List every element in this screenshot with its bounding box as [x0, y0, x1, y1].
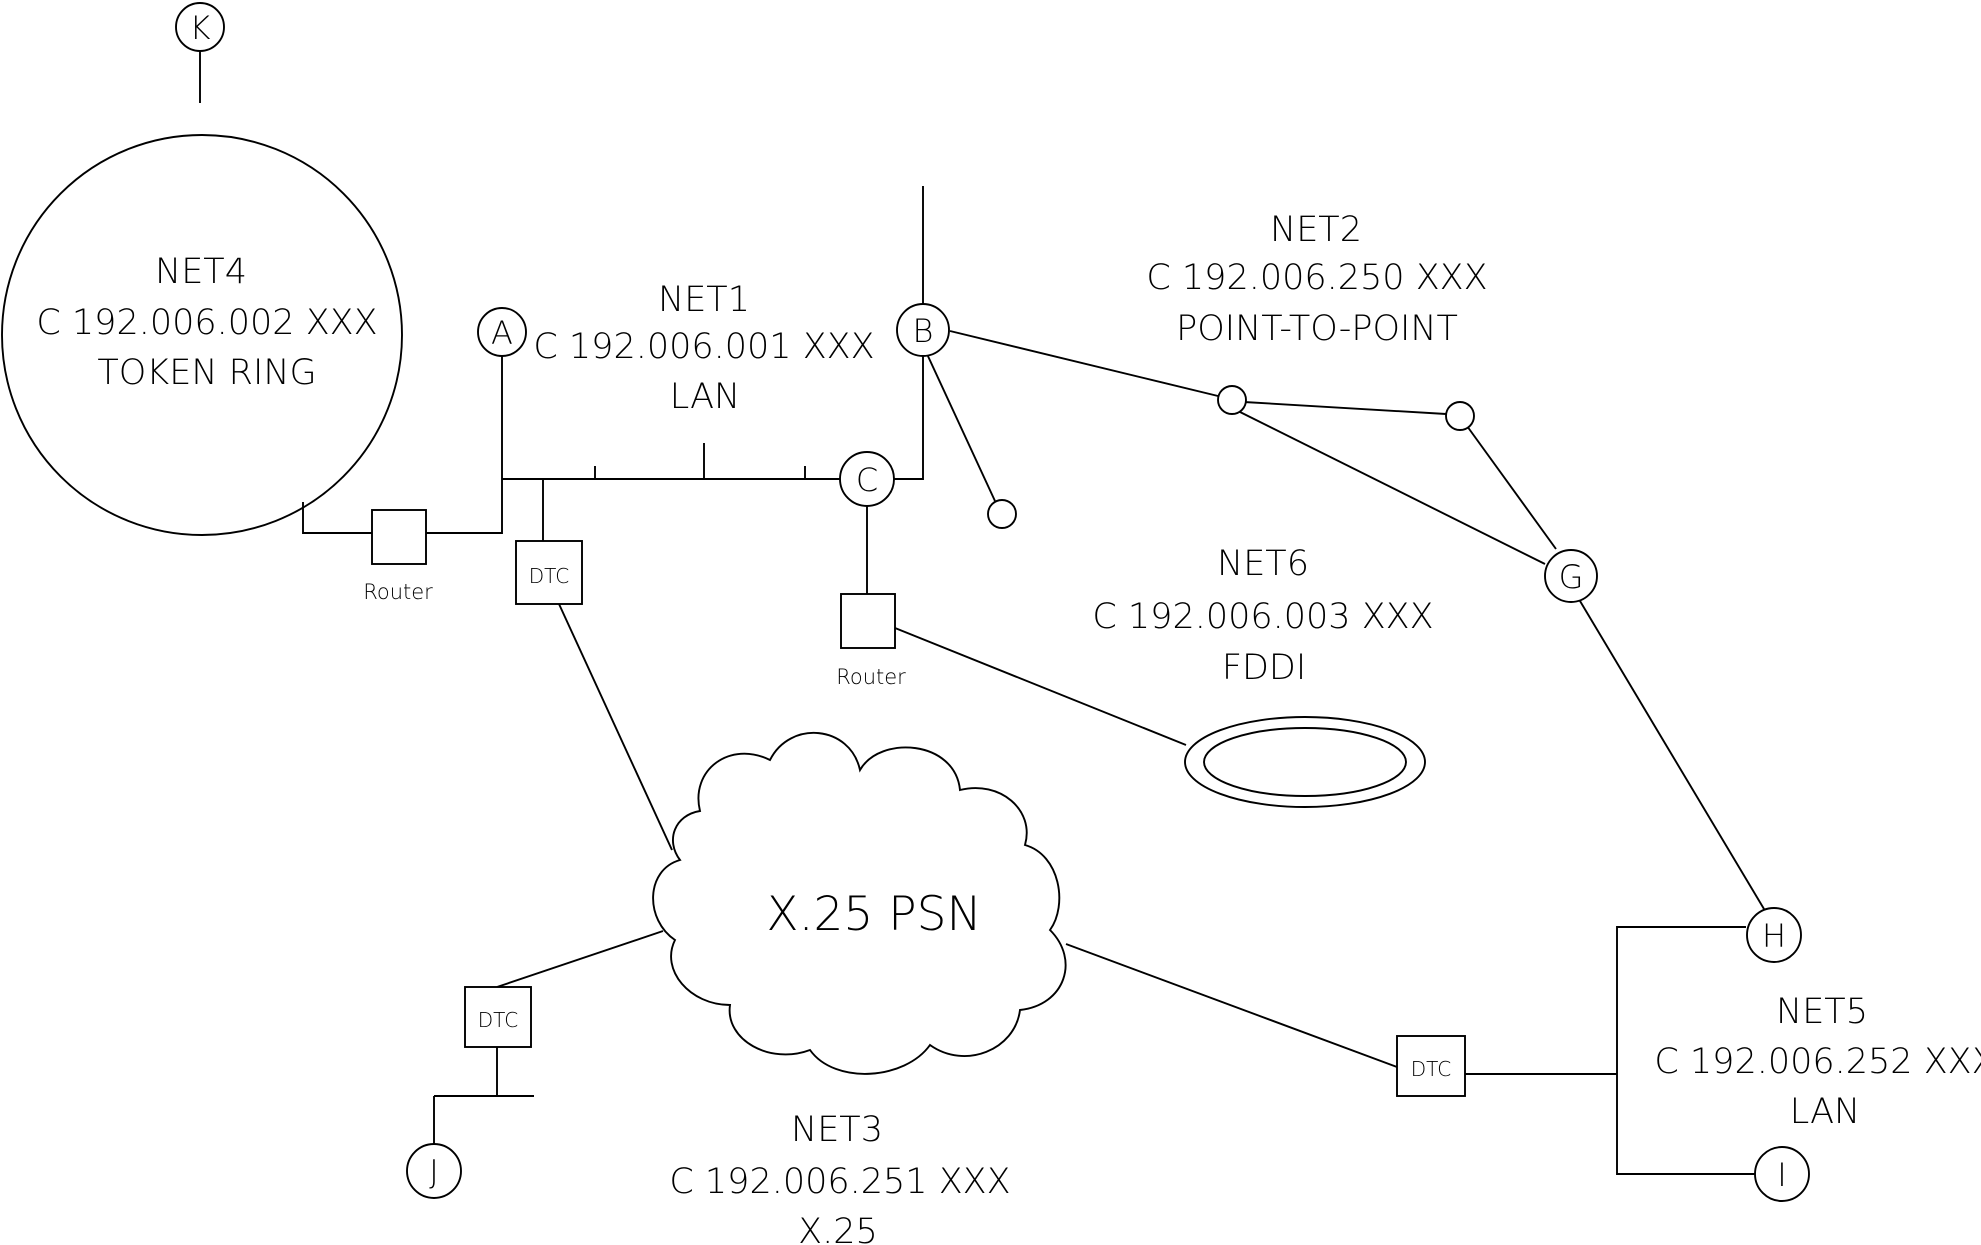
- link-b-p1: [949, 330, 1219, 397]
- net5-type: LAN: [1790, 1092, 1860, 1132]
- link-p1-p2: [1243, 401, 1447, 415]
- node-c: [839, 451, 895, 507]
- dtc-net5-label: DTC: [1411, 1057, 1451, 1081]
- dtc-net3: [464, 986, 532, 1048]
- node-h-label: H: [1762, 917, 1786, 955]
- node-k: [175, 2, 225, 52]
- net2-node-1: [1217, 385, 1247, 415]
- net1-name: NET1: [658, 280, 750, 320]
- link-dtc1-cloud: [558, 603, 673, 851]
- net4-label: NET4 C 192.006.002 XXX TOKEN RING: [36, 252, 377, 393]
- router-net1-net6: [840, 593, 896, 649]
- net5-address: C 192.006.252 XXX: [1654, 1042, 1981, 1082]
- net3-name: NET3: [791, 1110, 883, 1150]
- node-i: [1754, 1146, 1810, 1202]
- x25-cloud: [652, 731, 1067, 1075]
- net6-type: FDDI: [1222, 648, 1306, 688]
- node-g-label: G: [1559, 558, 1584, 596]
- node-a: [477, 307, 527, 357]
- dtc-net5: [1396, 1035, 1466, 1097]
- link-cloud-dtc3: [1065, 943, 1398, 1068]
- net4-type: TOKEN RING: [97, 353, 316, 393]
- net5-label: NET5 C 192.006.252 XXX LAN: [1654, 992, 1981, 1132]
- router-net4-net1-label: Router: [363, 580, 433, 604]
- router-net4-net1: [371, 509, 427, 565]
- node-b: [896, 303, 950, 357]
- node-k-label: K: [190, 9, 211, 47]
- connections: [199, 49, 1768, 1175]
- net4-token-ring: [1, 134, 403, 536]
- net6-label: NET6 C 192.006.003 XXX FDDI: [1092, 544, 1433, 688]
- node-j-label: J: [429, 1153, 438, 1191]
- link-g-h: [1579, 600, 1768, 915]
- node-h: [1746, 907, 1802, 963]
- net3-address: C 192.006.251 XXX: [669, 1162, 1010, 1202]
- x25-cloud-label: X.25 PSN: [766, 887, 981, 942]
- net4-address: C 192.006.002 XXX: [36, 303, 377, 343]
- dtc-net3-label: DTC: [478, 1008, 518, 1032]
- node-b-label: B: [913, 312, 934, 350]
- net1-type: LAN: [670, 377, 740, 417]
- link-b-stub: [926, 353, 996, 502]
- net6-name: NET6: [1217, 544, 1309, 584]
- node-i-label: I: [1777, 1156, 1786, 1194]
- node-j: [406, 1143, 462, 1199]
- fddi-outer-ring: [1184, 716, 1426, 808]
- stub-node-b: [987, 499, 1017, 529]
- dtc-net1-label: DTC: [529, 564, 569, 588]
- node-c-label: C: [856, 461, 878, 499]
- dtc-net1: [515, 540, 583, 605]
- net5-name: NET5: [1776, 992, 1868, 1032]
- fddi-inner-ring: [1203, 727, 1407, 797]
- node-a-label: A: [491, 314, 513, 352]
- link-router-fddi: [894, 627, 1187, 746]
- node-g: [1544, 549, 1598, 603]
- net6-address: C 192.006.003 XXX: [1092, 597, 1433, 637]
- net3-type: X.25: [798, 1212, 878, 1245]
- link-net4-router: [302, 502, 372, 534]
- link-c-b: [894, 353, 924, 480]
- net1-label: NET1 C 192.006.001 XXX LAN: [533, 280, 874, 417]
- router-net1-net6-label: Router: [836, 665, 906, 689]
- net3-label: NET3 C 192.006.251 XXX X.25: [669, 1110, 1010, 1245]
- net2-node-2: [1445, 401, 1475, 431]
- link-router-a: [426, 352, 503, 534]
- net1-address: C 192.006.001 XXX: [533, 327, 874, 367]
- net2-name: NET2: [1270, 210, 1362, 250]
- net2-type: POINT-TO-POINT: [1176, 309, 1458, 349]
- net2-address: C 192.006.250 XXX: [1146, 258, 1487, 298]
- net5-bus: [1616, 926, 1756, 1175]
- link-cloud-dtc2: [496, 930, 664, 988]
- net2-label: NET2 C 192.006.250 XXX POINT-TO-POINT: [1146, 210, 1487, 349]
- link-p2-g: [1466, 425, 1557, 550]
- link-p1-g: [1237, 410, 1546, 565]
- net4-name: NET4: [155, 252, 247, 292]
